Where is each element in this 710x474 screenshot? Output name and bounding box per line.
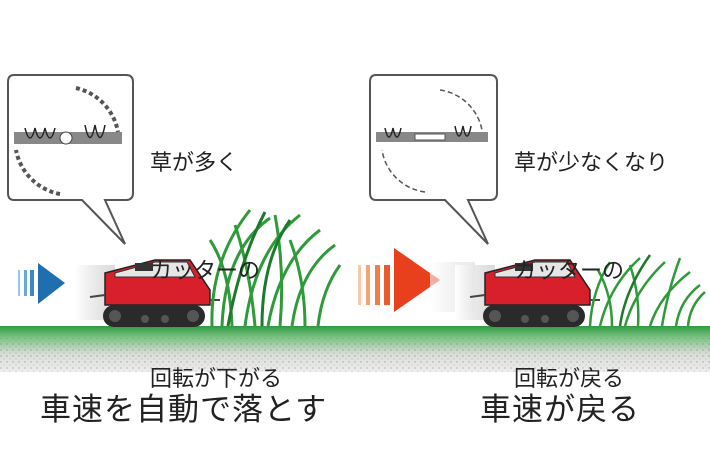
note-line: カッターの (514, 259, 625, 284)
left-caption: 車速を自動で落とす (40, 392, 328, 428)
right-caption: 車速が戻る (480, 392, 640, 428)
note-line: 回転が戻る (514, 367, 625, 392)
note-line: 回転が下がる (150, 367, 283, 392)
note-line: 草が少なくなり (514, 151, 669, 176)
tall-grass (208, 209, 342, 327)
speech-bubble-right (369, 74, 498, 245)
right-note: 草が少なくなり カッターの 回転が戻る (514, 74, 668, 434)
note-line: 草が多く (150, 151, 239, 176)
note-line: カッターの (150, 259, 261, 284)
cutter-blade-icon (14, 86, 122, 196)
cutter-blade-icon (376, 89, 488, 193)
speech-bubble-left (7, 74, 134, 245)
speed-arrow-slow-icon (18, 263, 65, 304)
short-grass (588, 254, 706, 327)
left-note: 草が多く カッターの 回転が下がる (150, 74, 282, 434)
